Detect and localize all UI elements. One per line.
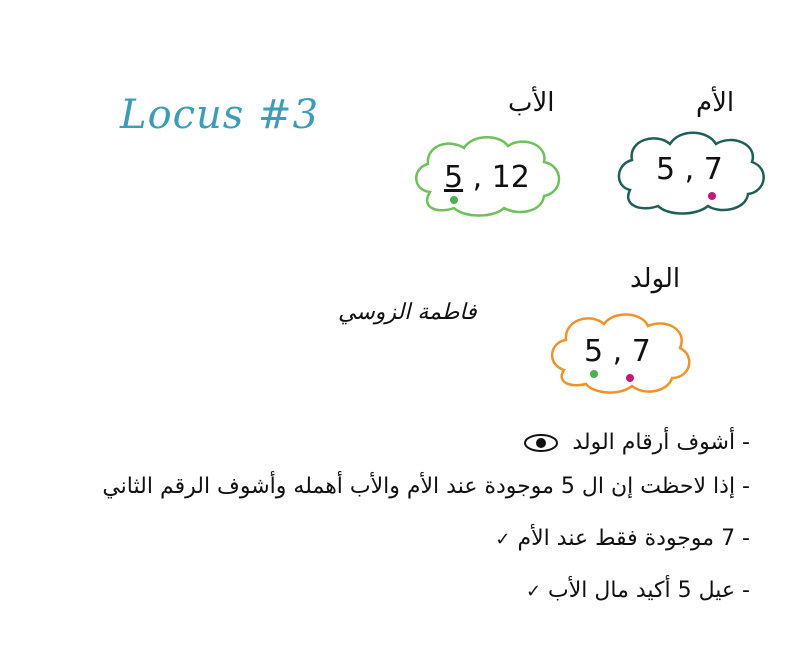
child-comma: , (612, 334, 632, 369)
mother-second-value: 7 (703, 152, 723, 187)
father-label: الأب (508, 88, 555, 118)
note-1: - أشوف أرقام الولد (523, 430, 750, 455)
mother-first-value: 5 (656, 152, 676, 187)
note-dash: - (735, 578, 750, 603)
green-dot (590, 370, 598, 378)
mother-comma: , (684, 152, 704, 187)
child-label: الولد (630, 264, 681, 294)
father-first-value: 5 (444, 160, 464, 195)
father-second-value: 12 (491, 160, 530, 195)
father-cloud (415, 136, 561, 217)
locus-title: Locus #3 (120, 92, 320, 138)
father-values: 5 , 12 (444, 160, 530, 195)
signature: فاطمة الزوسي (338, 300, 477, 325)
note-1-text: أشوف أرقام الولد (572, 430, 736, 455)
note-dash: - (735, 474, 750, 499)
mother-values: 5 , 7 (656, 152, 723, 187)
eye-icon (524, 434, 559, 452)
note-4-text: عيل 5 أكيد مال الأب (548, 578, 736, 603)
check-mark: ✓ (495, 529, 511, 550)
note-dash: - (735, 526, 750, 551)
note-2: - إذا لاحظت إن ال 5 موجودة عند الأم والأ… (102, 474, 750, 499)
mother-cloud (617, 131, 765, 215)
note-3: - 7 موجودة فقط عند الأم ✓ (495, 526, 750, 551)
child-second-value: 7 (631, 334, 651, 369)
check-mark: ✓ (525, 581, 542, 602)
green-dot (450, 196, 458, 204)
child-cloud (551, 313, 691, 394)
note-2-text: إذا لاحظت إن ال 5 موجودة عند الأم والأب … (102, 474, 736, 499)
note-4: - عيل 5 أكيد مال الأب ✓ (526, 578, 750, 603)
child-first-value: 5 (584, 334, 604, 369)
note-dash: - (735, 430, 750, 455)
child-values: 5 , 7 (584, 334, 651, 369)
magenta-dot (626, 374, 634, 382)
note-3-text: 7 موجودة فقط عند الأم (517, 526, 736, 551)
magenta-dot (708, 192, 716, 200)
mother-label: الأم (696, 88, 735, 118)
father-comma: , (472, 160, 492, 195)
